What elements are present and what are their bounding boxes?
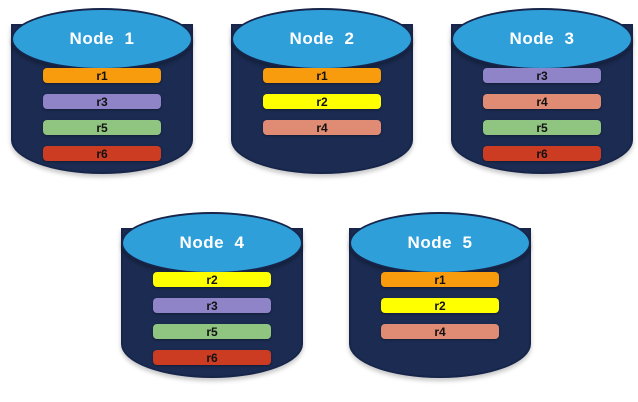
replica-list: r3 r4 r5 r6 — [451, 68, 633, 161]
cylinder-top-icon — [121, 212, 303, 274]
replica-bar-r6[interactable]: r6 — [43, 146, 161, 161]
replica-bar-r2[interactable]: r2 — [381, 298, 499, 313]
replica-bar-r5[interactable]: r5 — [43, 120, 161, 135]
database-node-2[interactable]: Node 2 r1 r2 r4 — [231, 8, 413, 190]
node-label: Node 5 — [407, 233, 473, 252]
replica-bar-r3[interactable]: r3 — [43, 94, 161, 109]
replica-bar-r5[interactable]: r5 — [483, 120, 601, 135]
node-label: Node 1 — [69, 29, 135, 48]
replica-bar-r2[interactable]: r2 — [153, 272, 271, 287]
replica-list: r1 r2 r4 — [231, 68, 413, 135]
cylinder-top-icon — [231, 8, 413, 70]
replica-list: r1 r3 r5 r6 — [11, 68, 193, 161]
cylinder-top-icon — [11, 8, 193, 70]
replica-bar-r6[interactable]: r6 — [483, 146, 601, 161]
database-node-3[interactable]: Node 3 r3 r4 r5 r6 — [451, 8, 633, 190]
replica-list: r2 r3 r5 r6 — [121, 272, 303, 365]
database-node-4[interactable]: Node 4 r2 r3 r5 r6 — [121, 212, 303, 394]
replica-bar-r3[interactable]: r3 — [483, 68, 601, 83]
replica-bar-r4[interactable]: r4 — [483, 94, 601, 109]
replica-bar-r4[interactable]: r4 — [381, 324, 499, 339]
node-label: Node 3 — [509, 29, 575, 48]
replica-bar-r3[interactable]: r3 — [153, 298, 271, 313]
replica-bar-r1[interactable]: r1 — [43, 68, 161, 83]
replica-bar-r1[interactable]: r1 — [381, 272, 499, 287]
replica-bar-r5[interactable]: r5 — [153, 324, 271, 339]
node-label: Node 2 — [289, 29, 355, 48]
database-node-1[interactable]: Node 1 r1 r3 r5 r6 — [11, 8, 193, 190]
database-node-5[interactable]: Node 5 r1 r2 r4 — [349, 212, 531, 394]
replica-bar-r6[interactable]: r6 — [153, 350, 271, 365]
replica-bar-r1[interactable]: r1 — [263, 68, 381, 83]
replica-bar-r2[interactable]: r2 — [263, 94, 381, 109]
replica-bar-r4[interactable]: r4 — [263, 120, 381, 135]
node-label: Node 4 — [179, 233, 245, 252]
replica-list: r1 r2 r4 — [349, 272, 531, 339]
